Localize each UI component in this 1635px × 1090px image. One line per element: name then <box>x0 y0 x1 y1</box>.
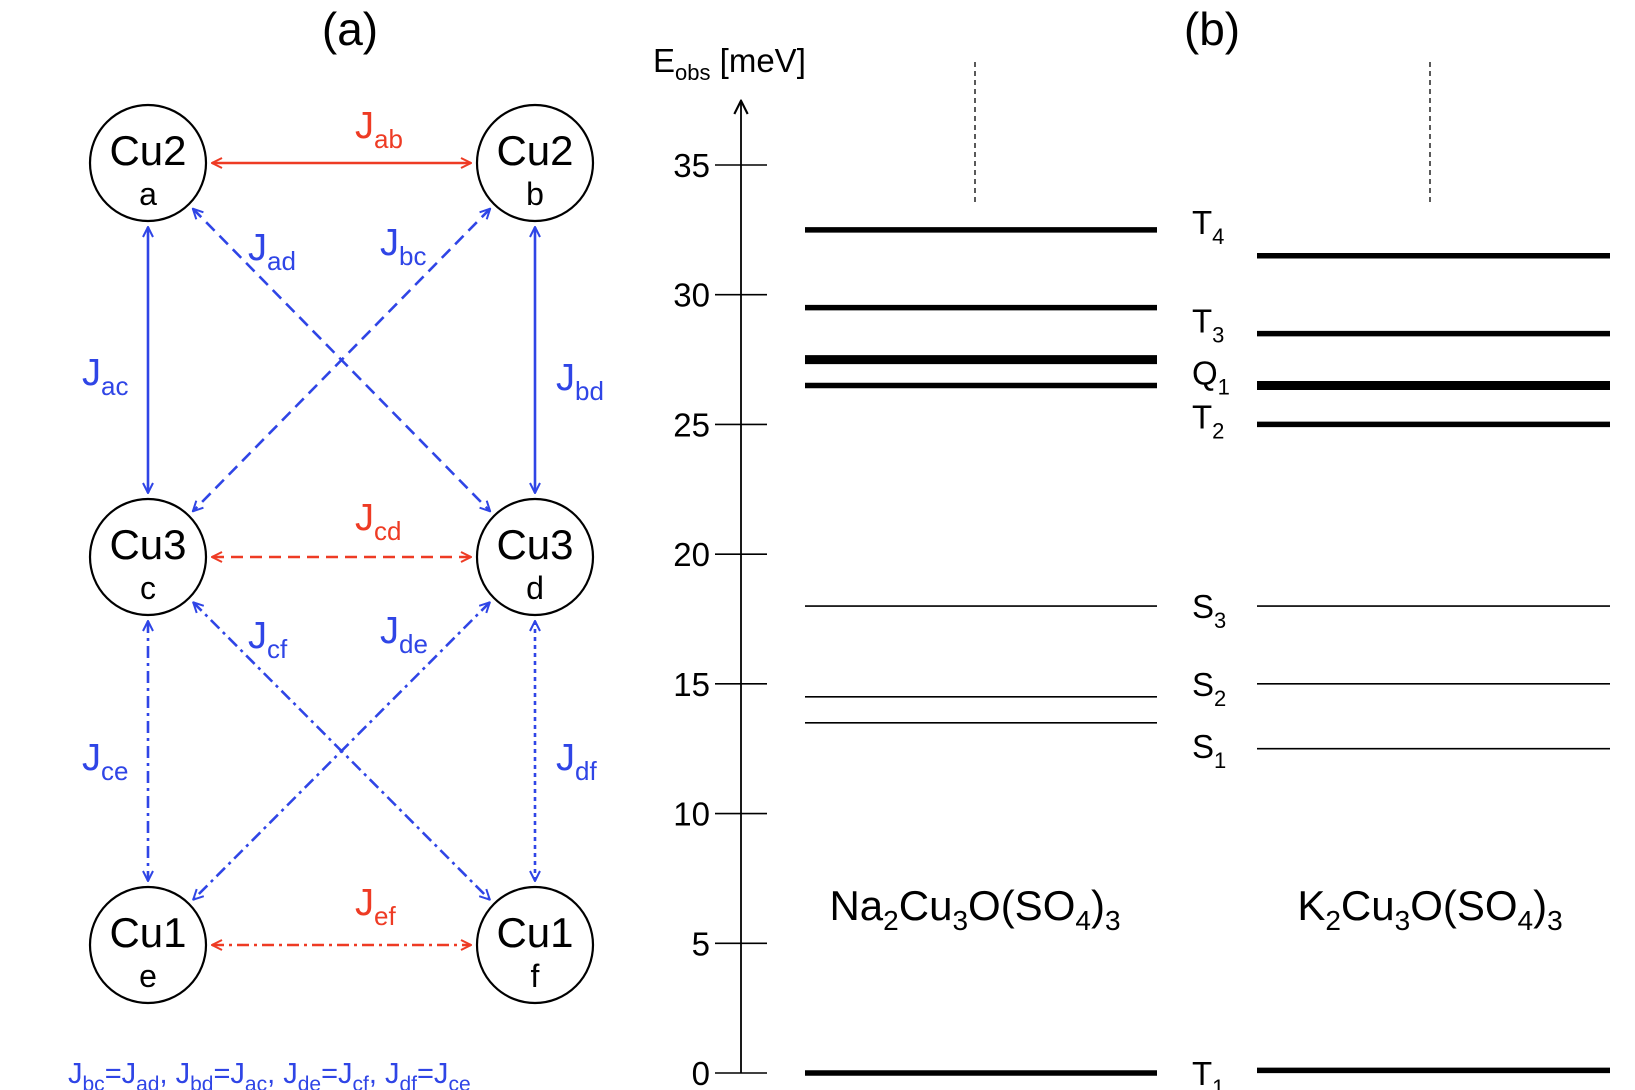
site-circle <box>88 497 208 617</box>
panel-a-label: (a) <box>322 3 378 55</box>
site-index: a <box>139 176 157 212</box>
site-circle <box>88 885 208 1005</box>
site-circle <box>88 103 208 223</box>
state-label: T3 <box>1192 303 1224 348</box>
energy-levels <box>805 62 1610 1076</box>
compound-formula: K2Cu3O(SO4)3 <box>1297 882 1562 936</box>
coupling-label-ab: Jab <box>355 105 403 154</box>
coupling-label-cd: Jcd <box>355 497 401 546</box>
compound-formula: Na2Cu3O(SO4)3 <box>829 882 1120 936</box>
coupling-label-ad: Jad <box>248 227 296 276</box>
axis-tick-label: 10 <box>673 796 710 833</box>
compound-formulas: Na2Cu3O(SO4)3 K2Cu3O(SO4)3 <box>829 882 1562 936</box>
site-index: e <box>139 958 157 994</box>
coupling-arrows <box>148 163 535 945</box>
coupling-label-bc: Jbc <box>380 222 426 271</box>
axis-tick-label: 15 <box>673 666 710 703</box>
axis-tick-label: 25 <box>673 406 710 443</box>
site-circle <box>475 497 595 617</box>
axis-tick-label: 20 <box>673 536 710 573</box>
site-index: d <box>526 570 544 606</box>
state-label: T4 <box>1192 204 1224 249</box>
axis-label: Eobs [meV] <box>653 42 806 85</box>
site-index: f <box>531 958 540 994</box>
site-name: Cu1 <box>109 909 186 956</box>
coupling-arrow-bc <box>193 209 490 512</box>
site-circle <box>475 885 595 1005</box>
coupling-label-cf: Jcf <box>248 615 288 664</box>
coupling-label-ef: Jef <box>355 882 396 931</box>
state-label: Q1 <box>1192 355 1230 400</box>
site-name: Cu2 <box>109 127 186 174</box>
coupling-label-ac: Jac <box>82 352 128 401</box>
coupling-equation: Jbc=Jad, Jbd=Jac, Jde=Jcf, Jdf=Jce <box>68 1058 471 1090</box>
panel-b-label: (b) <box>1184 3 1240 55</box>
state-label: S2 <box>1192 666 1226 711</box>
coupling-label-de: Jde <box>380 610 428 659</box>
site-name: Cu3 <box>109 521 186 568</box>
state-label: T1 <box>1192 1055 1224 1090</box>
site-index: c <box>140 570 156 606</box>
coupling-label-df: Jdf <box>556 737 597 786</box>
axis-tick-label: 0 <box>692 1055 710 1090</box>
state-label: S1 <box>1192 728 1226 773</box>
state-label: T2 <box>1192 399 1224 444</box>
site-index: b <box>526 176 544 212</box>
site-name: Cu3 <box>496 521 573 568</box>
coupling-label-bd: Jbd <box>556 357 604 406</box>
energy-axis: 0 5 10 15 20 25 30 35 Eobs [meV] <box>653 42 806 1090</box>
coupling-arrow-de <box>193 602 490 899</box>
panel-b-energy-levels: (b) 0 5 10 15 20 25 30 35 Eobs [meV] T4T3Q1T2S3S… <box>653 3 1610 1090</box>
site-name: Cu2 <box>496 127 573 174</box>
site-name: Cu1 <box>496 909 573 956</box>
state-label: S3 <box>1192 588 1226 633</box>
coupling-label-ce: Jce <box>82 737 128 786</box>
axis-tick-label: 35 <box>673 147 710 184</box>
site-circle <box>475 103 595 223</box>
axis-tick-label: 30 <box>673 277 710 314</box>
axis-tick-label: 5 <box>692 925 710 962</box>
